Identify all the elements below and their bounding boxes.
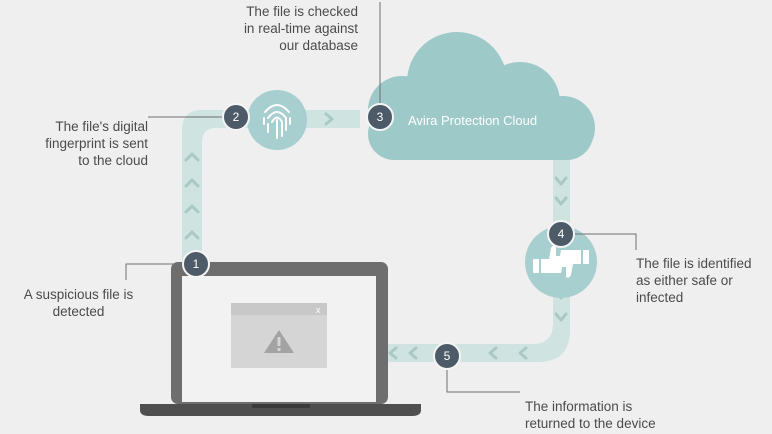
step-1-caption: A suspicious file is detected (23, 287, 134, 319)
svg-text:4: 4 (558, 227, 565, 241)
step-badge-4: 4 (547, 220, 575, 248)
step-3-caption: The file is checked in real-time against… (243, 4, 358, 53)
alert-window: x (231, 303, 327, 368)
warning-icon (264, 330, 294, 353)
step-badge-3: 3 (366, 103, 394, 131)
step-badge-5: 5 (433, 342, 461, 370)
leader-lines (125, 2, 637, 393)
fingerprint-icon (247, 90, 307, 150)
step-5-caption: The information is returned to the devic… (525, 399, 656, 431)
svg-text:2: 2 (233, 110, 240, 124)
alert-close-icon: x (316, 305, 321, 315)
cloud-label: Avira Protection Cloud (408, 113, 537, 128)
cloud-icon (368, 32, 595, 160)
step-4-caption: The file is identified as either safe or… (636, 256, 752, 305)
step-2-caption: The file's digital fingerprint is sent t… (45, 119, 148, 168)
thumbs-up-down-icon (525, 226, 597, 298)
svg-text:3: 3 (377, 110, 384, 124)
svg-text:1: 1 (193, 257, 200, 271)
svg-text:5: 5 (444, 349, 451, 363)
step-badge-2: 2 (222, 103, 250, 131)
step-badge-1: 1 (182, 250, 210, 278)
